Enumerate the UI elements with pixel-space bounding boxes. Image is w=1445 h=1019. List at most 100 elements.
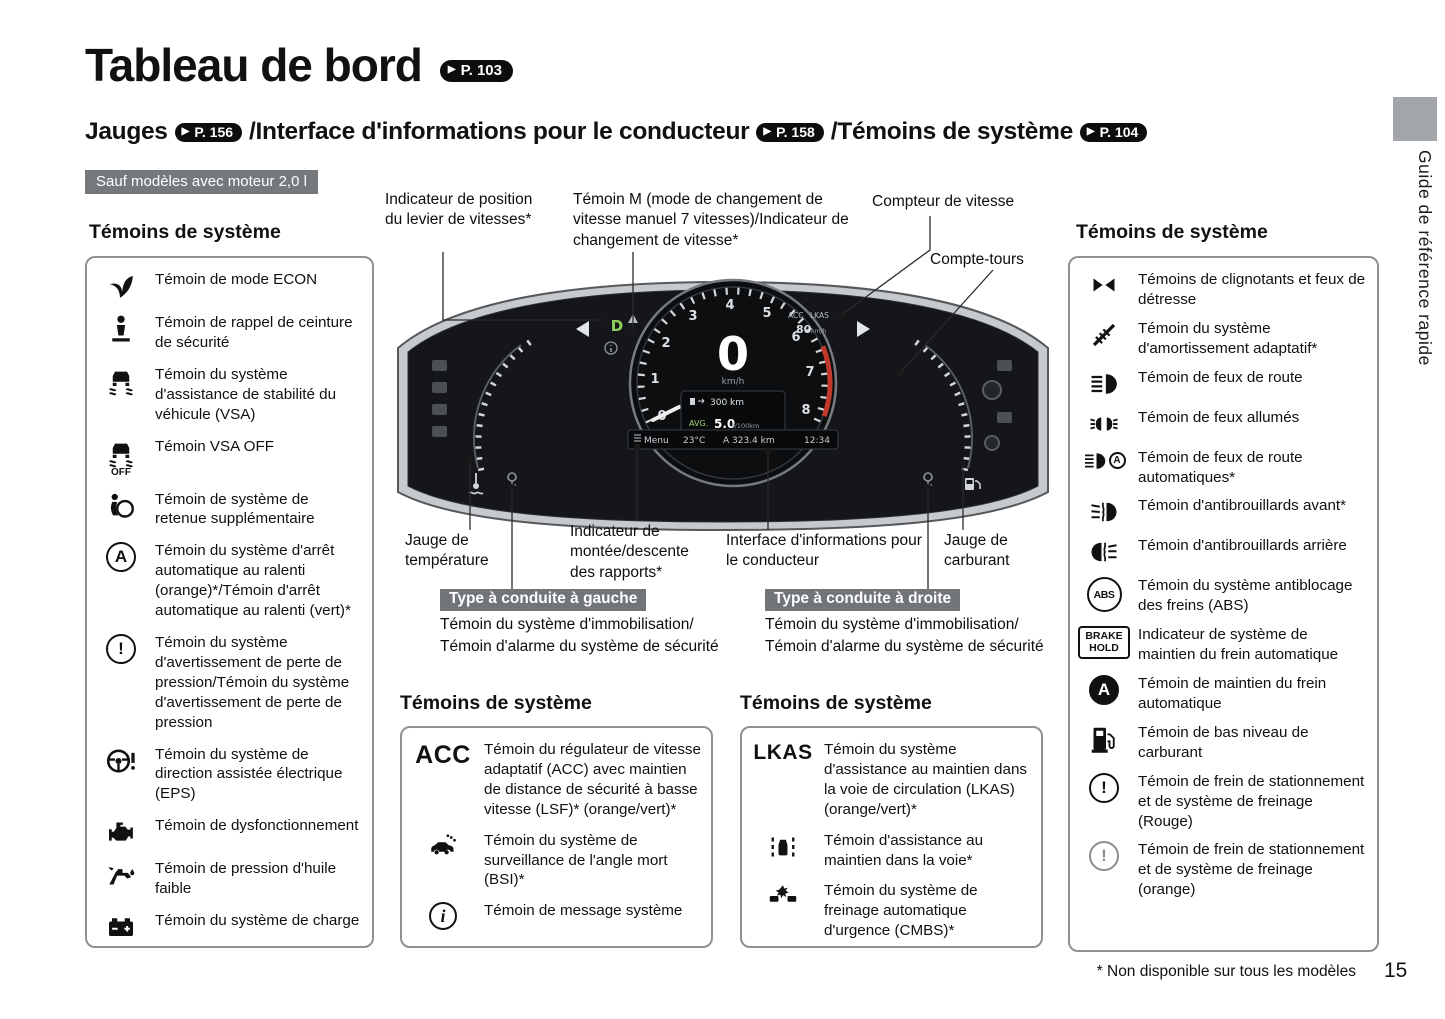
callout-fuel-gauge: Jauge de carburant bbox=[944, 532, 1010, 570]
speed-value: 0 bbox=[717, 327, 749, 381]
indicator-label: Témoin du système de freinage automatiqu… bbox=[824, 882, 978, 940]
tach-number: 6 bbox=[791, 330, 800, 345]
indicator-icon-cell bbox=[412, 831, 474, 862]
indicator-icon-cell: i bbox=[412, 901, 474, 931]
indicator-label: Témoin de bas niveau de carburant bbox=[1138, 723, 1309, 761]
indicator-item: Témoin de système de retenue supplémenta… bbox=[97, 490, 364, 530]
indicator-icon-cell bbox=[1080, 270, 1128, 299]
temperature-gauge bbox=[432, 339, 532, 495]
temoins-ref-badge[interactable]: ▶P. 104 bbox=[1079, 122, 1148, 142]
charging-system-icon bbox=[106, 912, 136, 942]
indicator-icon-cell bbox=[97, 745, 145, 776]
indicator-item: Témoin du système de charge bbox=[97, 911, 364, 942]
range-fuel-icon bbox=[690, 398, 695, 405]
auto-idle-stop-icon: A bbox=[106, 542, 136, 573]
adaptive-damper-icon bbox=[1089, 320, 1119, 350]
security-alarm-label: Témoin d'alarme du système de sécurité bbox=[765, 637, 1044, 655]
security-alarm-label: Témoin d'alarme du système de sécurité bbox=[440, 637, 719, 655]
jauges-ref-badge[interactable]: ▶ P. 156 bbox=[174, 122, 243, 142]
clock: 12:34 bbox=[804, 436, 830, 446]
jauges-ref-label: P. 156 bbox=[194, 123, 234, 140]
arrow-icon: ▶ bbox=[763, 125, 772, 137]
speed-unit: km/h bbox=[722, 377, 745, 387]
indicator-label: Témoin du système de direction assistée … bbox=[155, 745, 343, 803]
indicator-item: Témoin de rappel de ceinture de sécurité bbox=[97, 313, 364, 353]
srs-airbag-icon bbox=[106, 491, 136, 521]
indicator-label: Témoin de frein de stationnement et de s… bbox=[1138, 772, 1365, 830]
indicator-label: Témoin de maintien du frein automatique bbox=[1138, 675, 1327, 712]
subtitle: Jauges ▶P. 156 /Interface d'informations… bbox=[85, 118, 1148, 146]
arrow-icon: ▶ bbox=[181, 125, 190, 137]
high-beam-icon bbox=[1089, 369, 1119, 399]
gear-value: D bbox=[611, 317, 623, 335]
cluster-knob bbox=[984, 435, 1000, 451]
indicator-item: A Témoin du système d'arrêt automatique a… bbox=[97, 541, 364, 621]
oil-pressure-icon bbox=[106, 860, 136, 890]
arrow-icon: ▶ bbox=[1086, 125, 1095, 137]
info-lamp-icon bbox=[604, 341, 618, 355]
odometer: A 323.4 km bbox=[723, 436, 775, 446]
callout-lines bbox=[442, 216, 994, 592]
interface-ref-label: P. 158 bbox=[776, 123, 815, 140]
indicator-icon-cell bbox=[1080, 496, 1128, 527]
indicator-label: Témoin de système de retenue supplémenta… bbox=[155, 490, 315, 528]
right-panel-heading: Témoins de système bbox=[1076, 221, 1268, 243]
brake-hold-indicator-icon: BRAKE HOLD bbox=[1078, 626, 1130, 660]
outside-temp: 23°C bbox=[683, 436, 705, 446]
indicator-icon-cell bbox=[97, 313, 145, 344]
indicator-icon-cell bbox=[1080, 319, 1128, 350]
tach-number: 2 bbox=[661, 336, 670, 351]
indicator-item: Témoin de feux allumés bbox=[1080, 408, 1369, 439]
indicator-icon-cell bbox=[97, 911, 145, 942]
indicator-icon-cell: A bbox=[97, 541, 145, 573]
auto-brake-hold-icon: A bbox=[1089, 675, 1119, 706]
indicator-label: Témoin du système d'assistance de stabil… bbox=[155, 365, 337, 423]
turn-arrow-left-icon bbox=[576, 321, 589, 337]
system-message-icon: i bbox=[429, 902, 457, 931]
menu-label: Menu bbox=[644, 436, 669, 446]
indicator-label: Témoin de frein de stationnement et de s… bbox=[1138, 841, 1365, 899]
indicator-icon-cell: A bbox=[1080, 448, 1128, 473]
indicator-item: Témoin de bas niveau de carburant bbox=[1080, 723, 1369, 763]
abs-icon: ABS bbox=[1086, 577, 1122, 613]
indicator-label: Témoin du système d'arrêt automatique au… bbox=[155, 542, 351, 620]
callout-speedometer: Compteur de vitesse bbox=[872, 193, 1015, 210]
arrow-icon: ▶ bbox=[447, 64, 456, 76]
eps-icon bbox=[106, 746, 136, 776]
acc-set-speed-unit: km/h bbox=[811, 328, 826, 335]
indicator-item: Témoins de clignotants et feux de détres… bbox=[1080, 270, 1369, 310]
header: Tableau de bord ▶P. 103 bbox=[85, 40, 513, 91]
indicator-item: Témoin de dysfonctionnement bbox=[97, 816, 364, 847]
tach-needle bbox=[651, 405, 681, 422]
turn-arrow-right-icon bbox=[857, 321, 870, 337]
indicator-label: Témoin du système de surveillance de l'a… bbox=[484, 831, 668, 889]
tachometer-dial: 0 1 2 3 4 5 6 7 8 0 km/h ACC LKAS 80 km/… bbox=[628, 278, 838, 488]
indicator-icon-cell: ACC bbox=[412, 740, 474, 770]
indicator-item: !Témoin de frein de stationnement et de … bbox=[1080, 772, 1369, 832]
indicator-label: Témoin de feux allumés bbox=[1138, 408, 1300, 426]
fuel-pump-icon bbox=[965, 478, 981, 490]
footnote: * Non disponible sur tous les modèles bbox=[1096, 963, 1356, 980]
interface-ref-badge[interactable]: ▶ P. 158 bbox=[756, 122, 824, 142]
indicator-icon-cell bbox=[97, 365, 145, 396]
acc-icon: ACC bbox=[415, 741, 471, 769]
check-engine-icon bbox=[106, 817, 136, 847]
bsi-icon bbox=[428, 832, 458, 862]
type-right-block: Type à conduite à droite Témoin du systè… bbox=[765, 589, 1065, 657]
vsa-icon bbox=[106, 366, 136, 396]
page-title: Tableau de bord bbox=[85, 39, 423, 91]
tach-number: 7 bbox=[805, 365, 814, 380]
indicator-item: Témoin de feux de route bbox=[1080, 368, 1369, 399]
indicator-item: Témoin du système de direction assistée … bbox=[97, 745, 364, 805]
turn-signal-hazard-icon bbox=[1086, 271, 1122, 299]
callout-temperature: Jauge de température bbox=[405, 532, 489, 570]
indicator-label: Témoin du système d'avertissement de per… bbox=[155, 633, 350, 731]
callout-gear-position: Indicateur de position du levier de vite… bbox=[385, 191, 533, 229]
page-ref-badge[interactable]: ▶P. 103 bbox=[439, 59, 513, 82]
indicator-label: Témoin de mode ECON bbox=[155, 271, 318, 288]
instrument-cluster-illustration: 0 1 2 3 4 5 6 7 8 0 km/h ACC LKAS 80 km/… bbox=[397, 216, 1049, 592]
